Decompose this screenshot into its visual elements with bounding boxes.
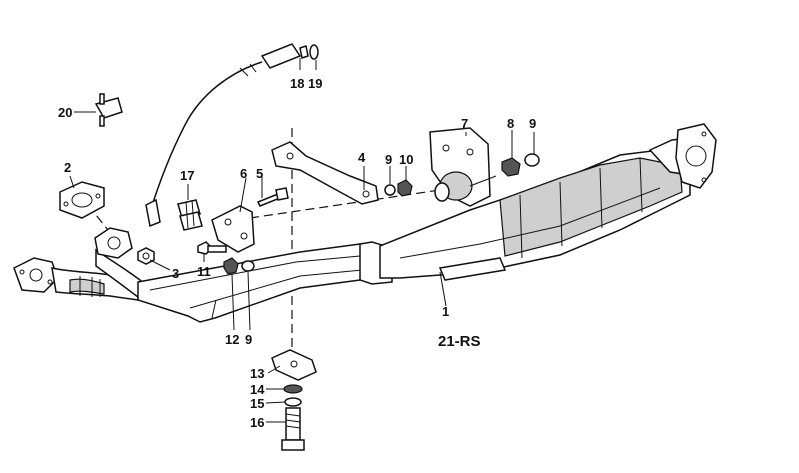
nut-8 [501,157,521,177]
callout-9-mid: 9 [385,152,392,167]
connector-clip [299,45,309,59]
washer-9-upper [524,153,540,167]
bolt-5 [256,187,289,207]
washer-19 [309,44,319,60]
callout-6: 6 [240,166,247,181]
cable-tie [239,63,257,77]
oxygen-sensor-cable [149,61,263,213]
callout-2: 2 [64,160,71,175]
callout-5: 5 [256,166,263,181]
nut-3 [137,247,155,265]
hanger-bracket [271,141,379,205]
callout-15: 15 [250,396,264,411]
callout-16: 16 [250,415,264,430]
callout-18: 18 [290,76,304,91]
washer-9-mid [384,184,396,196]
spring-clip [177,199,203,231]
oxygen-sensor-connector [260,43,302,69]
callout-1: 1 [442,304,449,319]
washer-9-lower [241,260,255,272]
callout-13: 13 [250,366,264,381]
lower-hanger-bracket [271,349,317,381]
callout-14: 14 [250,382,265,397]
nut-12 [223,257,239,275]
sensor-holder [94,93,123,127]
bolt-16 [281,407,305,451]
callout-8: 8 [507,116,514,131]
callout-9-top: 9 [529,116,536,131]
callout-9-low: 9 [245,332,252,347]
callout-3: 3 [172,266,179,281]
callout-7: 7 [461,116,468,131]
callout-17: 17 [180,168,194,183]
diagram-code: 21-RS [438,333,481,350]
callout-20: 20 [58,105,72,120]
nut-10 [397,179,413,197]
callout-11: 11 [197,264,211,279]
callout-12: 12 [225,332,239,347]
exhaust-pipe-muffler [13,123,717,323]
washer-14 [283,384,303,394]
washer-15 [284,397,302,407]
bolt-11 [197,241,227,255]
gasket [59,181,105,219]
rubber-mount [429,127,497,207]
callout-4: 4 [358,150,366,165]
callout-10: 10 [399,152,413,167]
oxygen-sensor-probe [145,198,161,228]
callout-19: 19 [308,76,322,91]
mounting-bracket [211,205,255,253]
